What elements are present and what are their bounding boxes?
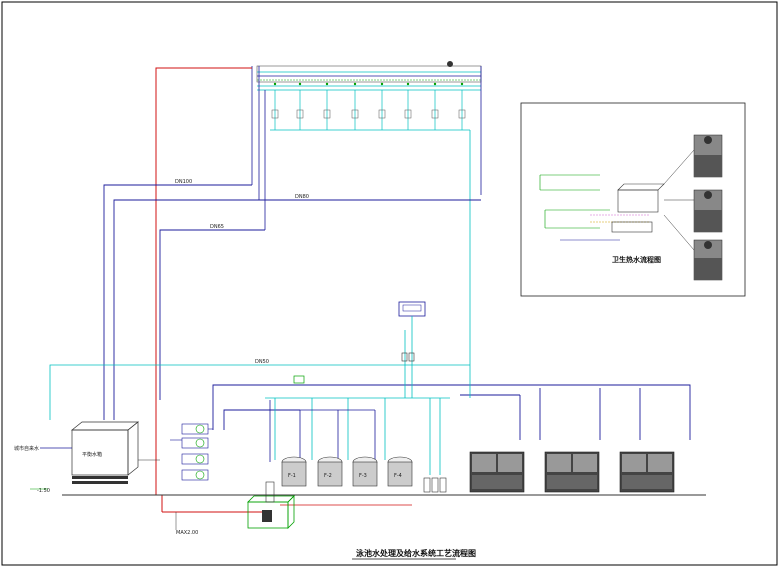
svg-text:DN80: DN80	[295, 194, 309, 200]
svg-text:-1.50: -1.50	[37, 488, 50, 494]
collection-pit: MAX2.00	[175, 481, 295, 536]
balance-tank: 平衡水箱	[71, 421, 139, 484]
svg-text:城市自来水: 城市自来水	[14, 445, 39, 452]
dosing-tanks	[423, 477, 447, 493]
svg-text:MAX2.00: MAX2.00	[176, 530, 198, 536]
svg-text:F-4: F-4	[394, 473, 402, 479]
svg-text:DN100: DN100	[175, 179, 192, 185]
heat-pump-group-3	[619, 451, 675, 493]
blue-filter-feeds	[269, 400, 376, 462]
filter-3: F-3	[352, 456, 378, 487]
blue-supply-lines	[103, 184, 691, 440]
filter-1: F-1	[281, 456, 307, 487]
controller	[398, 301, 426, 362]
header-risers	[251, 66, 482, 380]
svg-text:卫生热水流程图: 卫生热水流程图	[612, 255, 661, 264]
heat-pump-group-2	[544, 451, 600, 493]
svg-text:平衡水箱: 平衡水箱	[82, 451, 102, 458]
svg-text:F-1: F-1	[288, 473, 296, 479]
svg-text:F-2: F-2	[324, 473, 332, 479]
svg-text:F-3: F-3	[359, 473, 367, 479]
inset-hot-water-diagram: 卫生热水流程图	[520, 102, 746, 297]
svg-text:DN65: DN65	[210, 224, 224, 230]
filter-2: F-2	[317, 456, 343, 487]
circulation-pumps	[170, 423, 213, 481]
filter-4: F-4	[387, 456, 413, 487]
red-return-loop	[155, 67, 270, 513]
pool-inlet-header	[256, 61, 482, 130]
drawing-title: 泳池水处理及给水系统工艺流程图	[356, 548, 476, 558]
heat-pump-group-1	[469, 451, 525, 493]
pipe-labels: DN100 DN80 DN65 DN50	[175, 179, 309, 365]
city-water-inlet: 城市自来水 -1.50	[14, 445, 72, 494]
cyan-water-lines	[49, 330, 471, 475]
sensor-box	[293, 375, 305, 384]
svg-text:DN50: DN50	[255, 359, 269, 365]
